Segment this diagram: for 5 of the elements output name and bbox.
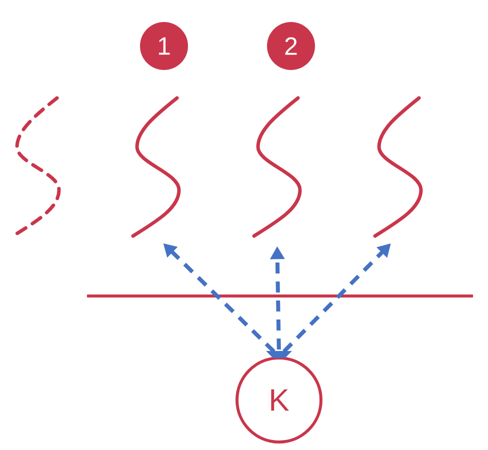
wavy-line: [252, 96, 302, 238]
wavy-line: [131, 96, 181, 238]
number-badge: 1: [140, 22, 188, 70]
number-badge: 2: [267, 22, 315, 70]
wavy-line: [373, 96, 423, 238]
